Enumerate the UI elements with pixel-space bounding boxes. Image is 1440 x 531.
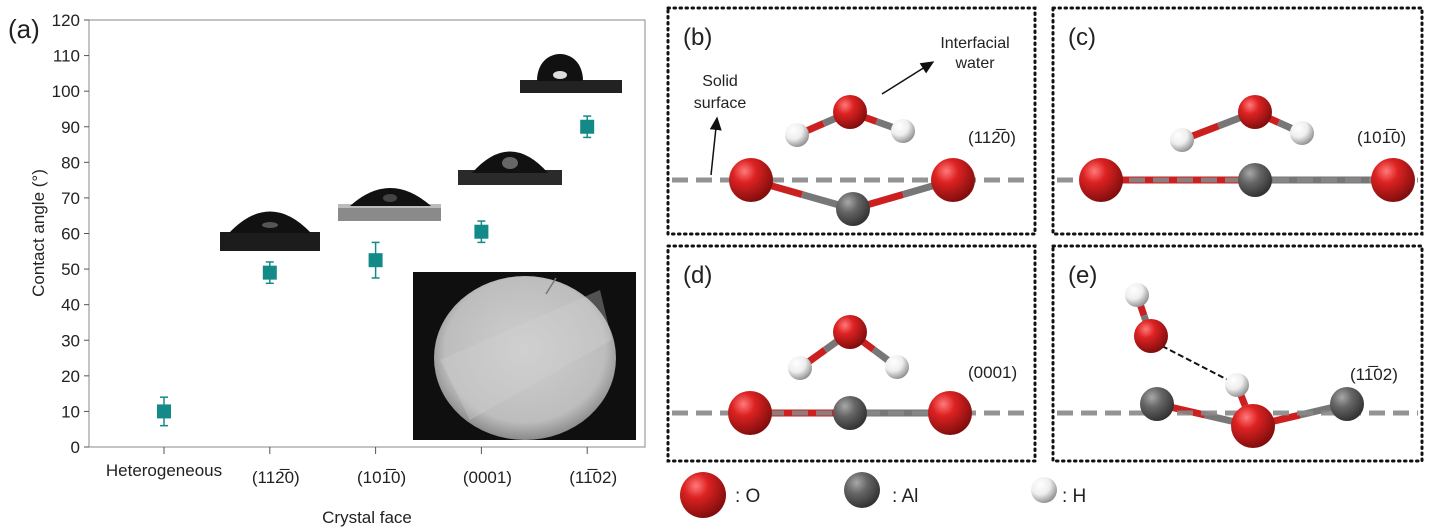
sample-photo-inset [413, 272, 636, 440]
hydrogen-bond [1161, 345, 1229, 381]
atom-legend: : O : Al : H [680, 472, 1086, 518]
legend-atom-o-icon [680, 472, 726, 518]
panel-d: (d) (0001) [666, 244, 1037, 463]
panel-border [1051, 6, 1424, 236]
atom-o [1231, 404, 1275, 448]
panel-label: (c) [1068, 24, 1096, 51]
y-tick-label: 80 [61, 153, 80, 172]
solid-surface-label-line1: Solid [702, 73, 738, 90]
y-tick-label: 0 [71, 438, 80, 457]
data-point [580, 119, 595, 134]
panel-label-a: (a) [8, 14, 40, 44]
arrow-interfacial-water [881, 61, 935, 95]
atom-al [1330, 387, 1364, 421]
atom-o [833, 315, 867, 349]
interfacial-water-label-line1: Interfacial [940, 35, 1009, 52]
panel-label: (d) [683, 262, 712, 289]
y-tick-label: 30 [61, 331, 80, 350]
interfacial-water-label-line2: water [954, 55, 995, 72]
atom-h [785, 123, 809, 147]
x-tick-label: (112̅0) [252, 468, 300, 487]
droplet-inset-1010 [338, 188, 441, 221]
atom-h [788, 356, 812, 380]
atom-al [1238, 163, 1272, 197]
droplet-inset-1102 [520, 54, 622, 93]
solid-surface-label-line2: surface [694, 95, 747, 112]
legend-label: : H [1062, 486, 1086, 507]
atom-al [1140, 387, 1174, 421]
atom-o [931, 158, 975, 202]
data-point [474, 224, 489, 239]
panel-label: (b) [683, 24, 712, 51]
arrow-solid-surface [709, 116, 722, 176]
atom-h [1125, 283, 1149, 307]
atom-o [1238, 95, 1272, 129]
data-point [262, 265, 277, 280]
panel-b: (b) (112̅0) [666, 6, 1037, 236]
chart-a: (a) 0 10 20 30 40 50 60 70 80 90 100 110 120 Heterog… [8, 11, 646, 527]
legend-atom-h-icon [1031, 477, 1057, 503]
atom-al [833, 396, 867, 430]
y-tick-label: 120 [52, 11, 80, 30]
atom-al [836, 192, 870, 226]
structure-panels: (b) (112̅0) (c) (101̅0) (d) (0001) (e) (11̅02) I… [666, 6, 1424, 463]
data-point [157, 404, 171, 419]
crystal-face-label: (112̅0) [968, 128, 1016, 147]
atom-o [833, 95, 867, 129]
crystal-face-label: (0001) [968, 363, 1017, 382]
panel-border [666, 244, 1037, 463]
crystal-face-label: (11̅02) [1350, 365, 1398, 384]
y-tick-label: 40 [61, 296, 80, 315]
panel-e: (e) (11̅02) [1051, 244, 1424, 463]
x-axis: Heterogeneous (112̅0) (101̅0) (0001) (11̅02) [106, 447, 617, 487]
y-tick-label: 90 [61, 118, 80, 137]
atom-h [891, 119, 915, 143]
y-tick-label: 10 [61, 402, 80, 421]
x-tick-label: (101̅0) [357, 468, 406, 487]
atom-h [1170, 128, 1194, 152]
panel-c: (c) (101̅0) [1051, 6, 1424, 236]
y-axis-label: Contact angle (°) [29, 169, 48, 297]
y-tick-label: 110 [53, 47, 80, 66]
atom-o [728, 391, 772, 435]
data-marks [157, 115, 595, 427]
legend-label: : O [735, 486, 760, 507]
x-tick-label: (11̅02) [569, 468, 617, 487]
atom-h [1290, 121, 1314, 145]
atom-h [885, 355, 909, 379]
data-point [368, 253, 383, 268]
panel-label: (e) [1068, 262, 1097, 289]
y-axis: 0 10 20 30 40 50 60 70 80 90 100 110 120 [52, 11, 89, 457]
atom-o [1134, 319, 1168, 353]
y-tick-label: 100 [52, 82, 80, 101]
droplet-inset-0001 [458, 151, 562, 185]
y-tick-label: 60 [61, 225, 80, 244]
y-tick-label: 70 [61, 189, 80, 208]
atom-o [1371, 158, 1415, 202]
x-axis-label: Crystal face [322, 508, 412, 527]
legend-atom-al-icon [844, 472, 880, 508]
crystal-face-label: (101̅0) [1357, 128, 1406, 147]
y-tick-label: 50 [61, 260, 80, 279]
legend-label: : Al [892, 486, 918, 507]
atom-h [1225, 373, 1249, 397]
x-tick-label: (0001) [463, 468, 512, 487]
x-tick-label: Heterogeneous [106, 461, 222, 480]
atom-o [1079, 158, 1123, 202]
atom-o [729, 158, 773, 202]
panel-border [666, 6, 1037, 236]
atom-o [928, 391, 972, 435]
droplet-inset-1120 [220, 211, 320, 251]
panel-border [1051, 244, 1424, 463]
y-tick-label: 20 [61, 367, 80, 386]
